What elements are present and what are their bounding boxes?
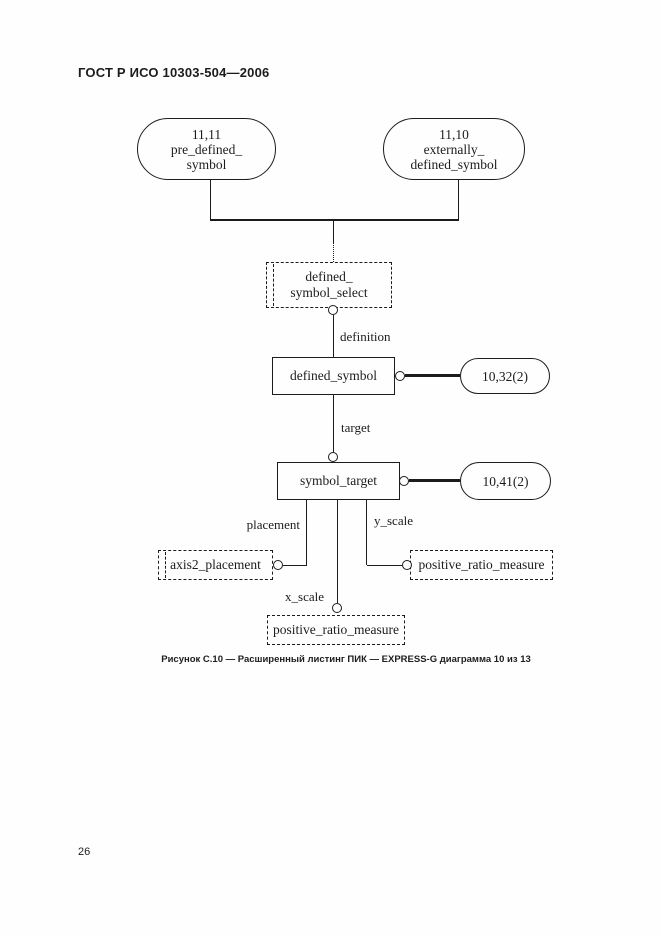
x-scale-line-vertical xyxy=(337,500,338,603)
label-definition: definition xyxy=(340,329,391,344)
definition-line xyxy=(333,315,334,357)
page-ref-name-line1: externally_ xyxy=(423,141,485,157)
placement-line-vertical xyxy=(306,500,307,565)
select-inner-left-line xyxy=(165,552,166,578)
entity-label: symbol_target xyxy=(300,473,377,488)
select-label-line2: symbol_select xyxy=(290,285,368,300)
select-box-axis2-placement: axis2_placement xyxy=(158,550,273,580)
figure-caption: Рисунок С.10 — Расширенный листинг ПИК —… xyxy=(161,654,531,665)
label-placement: placement xyxy=(246,517,300,532)
target-line xyxy=(333,395,334,452)
page-ref-10-41: 10,41(2) xyxy=(460,462,551,500)
connector-middle-dotted xyxy=(333,243,334,262)
relationship-circle-y-scale xyxy=(402,560,412,570)
relationship-circle-x-scale xyxy=(332,603,342,613)
page-ref-number: 11,11 xyxy=(191,126,222,142)
relationship-circle-definition xyxy=(328,305,338,315)
label-x-scale: x_scale xyxy=(285,589,324,604)
page-ref-pre-defined-symbol: 11,11 pre_defined_ symbol xyxy=(137,118,276,180)
entity-label: defined_symbol xyxy=(290,368,377,383)
select-label-line1: defined_ xyxy=(305,269,353,284)
placement-line-horizontal xyxy=(283,565,307,566)
label-y-scale: y_scale xyxy=(374,513,413,528)
type-label: positive_ratio_measure xyxy=(418,557,545,572)
thick-line-to-10-32 xyxy=(405,374,460,377)
type-box-positive-ratio-measure-bottom: positive_ratio_measure xyxy=(267,615,405,645)
page-ref-name-line2: defined_symbol xyxy=(410,156,498,172)
document-header: ГОСТ Р ИСО 10303-504—2006 xyxy=(78,65,270,80)
connector-middle-solid xyxy=(333,221,334,243)
page-ref-label: 10,32(2) xyxy=(481,368,529,384)
relationship-circle-symbol-target-ref xyxy=(399,476,409,486)
label-target: target xyxy=(341,420,371,435)
type-label: axis2_placement xyxy=(170,557,261,572)
page-ref-number: 11,10 xyxy=(439,126,469,142)
page-ref-name-line2: symbol xyxy=(186,156,227,172)
thick-line-to-10-41 xyxy=(409,479,460,482)
relationship-circle-defined-symbol-ref xyxy=(395,371,405,381)
page-ref-name-line1: pre_defined_ xyxy=(170,141,243,157)
page-ref-10-32: 10,32(2) xyxy=(460,358,550,394)
type-box-positive-ratio-measure-right: positive_ratio_measure xyxy=(410,550,553,580)
y-scale-line-vertical xyxy=(366,500,367,565)
connector-horizontal-bar xyxy=(210,219,459,221)
select-box-defined-symbol-select: defined_ symbol_select xyxy=(266,262,392,308)
page-number: 26 xyxy=(78,846,91,858)
connector-left-vertical xyxy=(210,180,211,220)
y-scale-line-horizontal xyxy=(367,565,402,566)
type-label: positive_ratio_measure xyxy=(273,622,399,637)
relationship-circle-placement xyxy=(273,560,283,570)
connector-right-vertical xyxy=(458,180,459,220)
select-inner-left-line xyxy=(273,264,274,306)
page-ref-label: 10,41(2) xyxy=(482,473,529,489)
entity-box-defined-symbol: defined_symbol xyxy=(272,357,395,395)
page-ref-externally-defined-symbol: 11,10 externally_ defined_symbol xyxy=(383,118,525,180)
entity-box-symbol-target: symbol_target xyxy=(277,462,400,500)
relationship-circle-target xyxy=(328,452,338,462)
